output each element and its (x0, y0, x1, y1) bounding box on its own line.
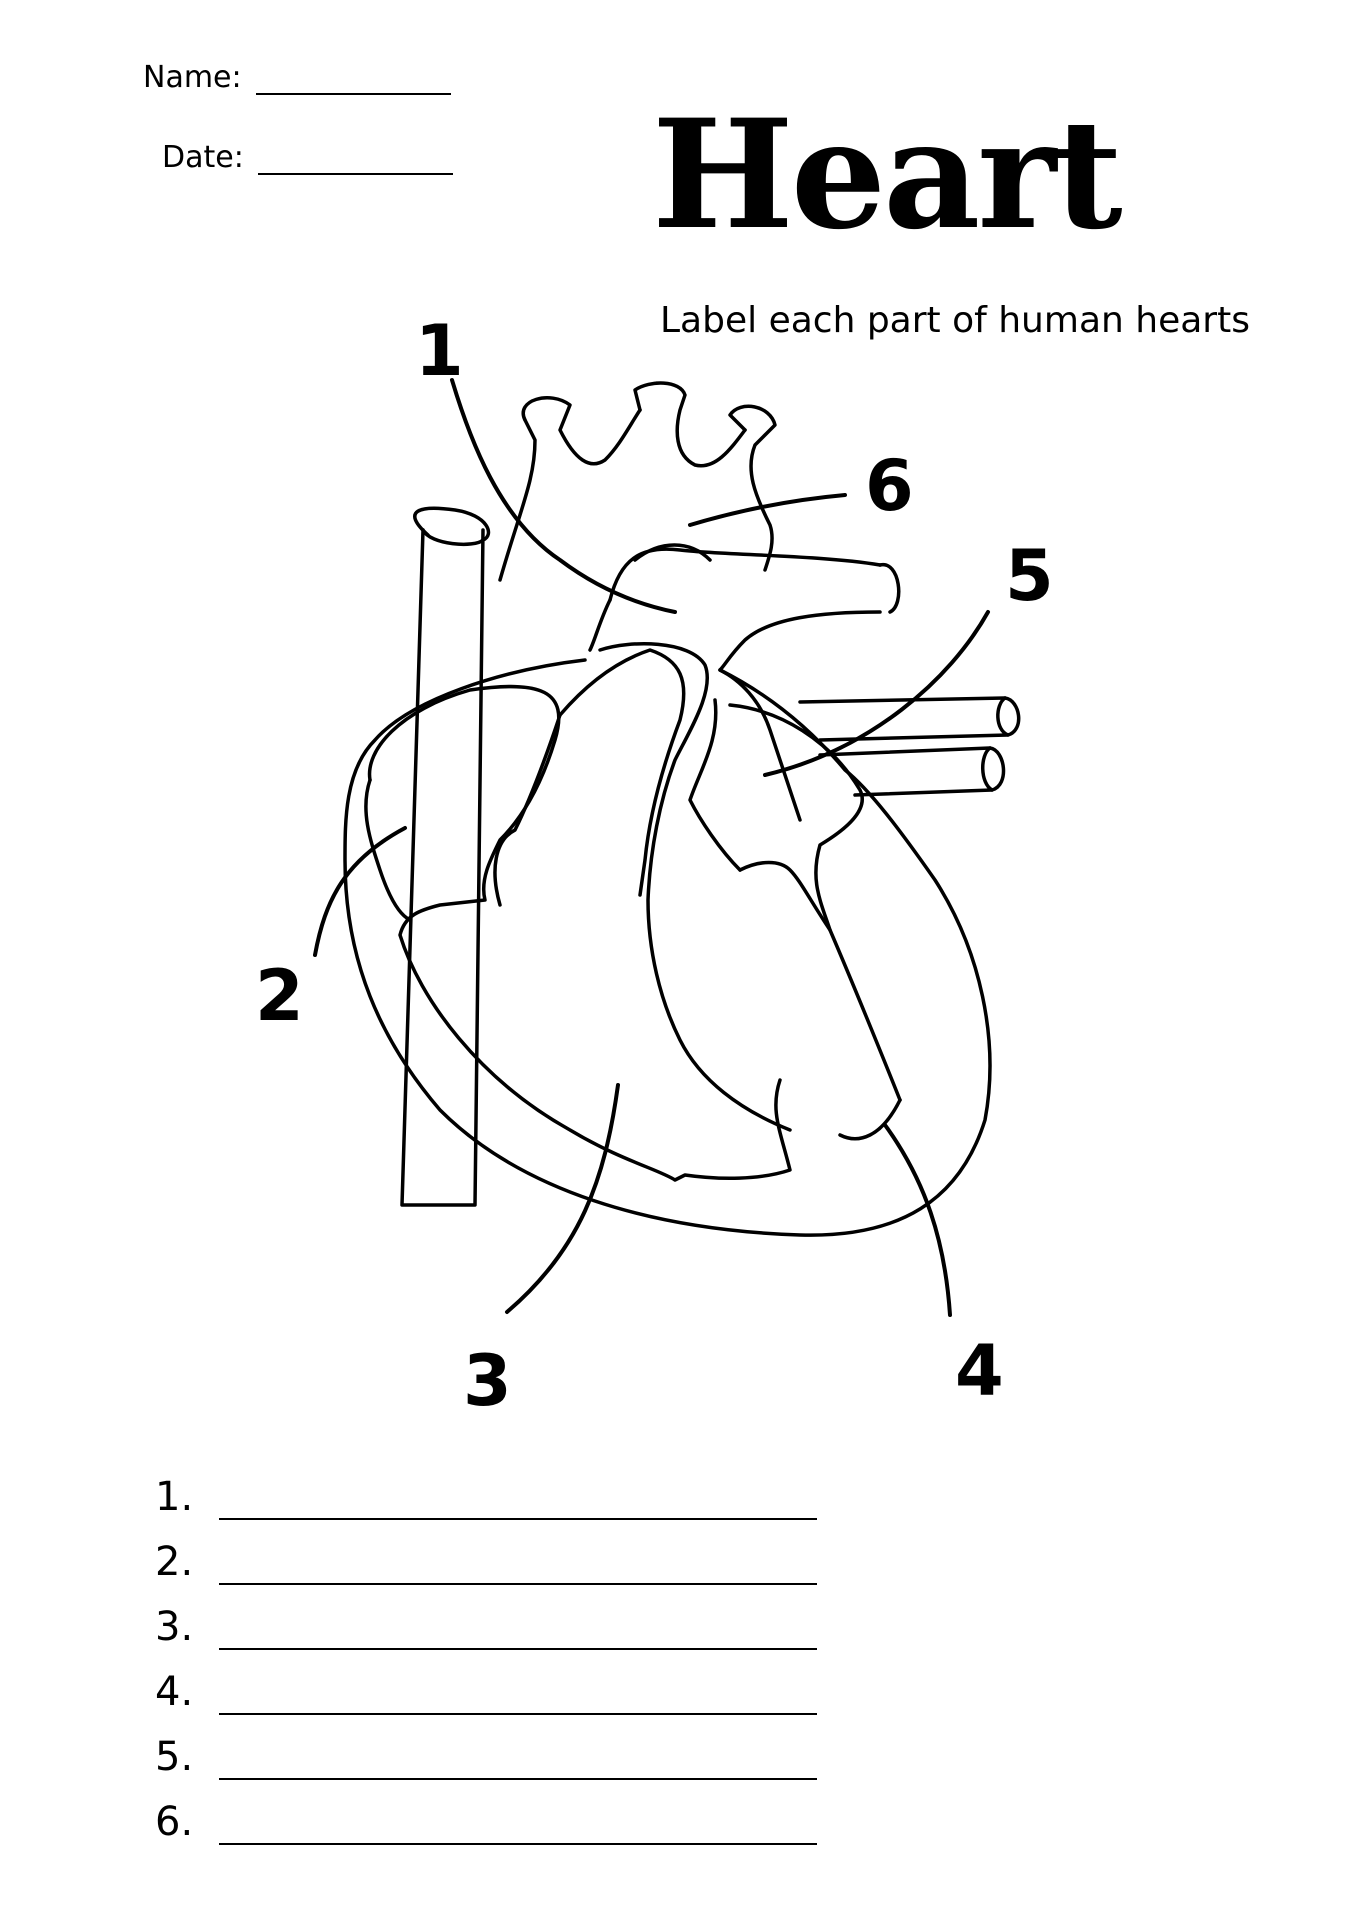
answer-line-1[interactable] (219, 1478, 817, 1520)
answer-line-4[interactable] (219, 1673, 817, 1715)
pulmonary-veins-drawing (798, 696, 1021, 797)
label-3: 3 (463, 1340, 512, 1422)
leader-6 (688, 493, 847, 527)
heart-chambers-drawing (364, 642, 902, 1182)
name-field: Name: (143, 60, 451, 95)
answer-item: 4. (155, 1650, 817, 1715)
answer-line-6[interactable] (219, 1803, 817, 1845)
leader-3 (505, 1083, 620, 1314)
date-field: Date: (162, 140, 453, 175)
name-label: Name: (143, 60, 242, 95)
leader-lines (313, 378, 990, 1317)
answer-number: 2. (155, 1539, 194, 1585)
aorta-drawing (498, 381, 901, 672)
answer-item: 1. (155, 1455, 817, 1520)
answer-item: 6. (155, 1780, 817, 1845)
answer-line-3[interactable] (219, 1608, 817, 1650)
answer-number: 3. (155, 1604, 194, 1650)
vena-cava-drawing (400, 506, 491, 1207)
answer-line-2[interactable] (219, 1543, 817, 1585)
label-4: 4 (955, 1330, 1004, 1412)
label-6: 6 (865, 445, 914, 527)
answer-number: 4. (155, 1669, 194, 1715)
answer-item: 3. (155, 1585, 817, 1650)
answer-item: 5. (155, 1715, 817, 1780)
answer-number: 6. (155, 1799, 194, 1845)
answer-item: 2. (155, 1520, 817, 1585)
leader-5 (763, 610, 990, 777)
label-1: 1 (415, 310, 464, 392)
answer-list: 1. 2. 3. 4. 5. 6. (155, 1455, 817, 1845)
name-blank[interactable] (255, 67, 451, 95)
answer-number: 5. (155, 1734, 194, 1780)
answer-number: 1. (155, 1474, 194, 1520)
leader-2 (313, 826, 407, 957)
page-title: Heart (652, 87, 1123, 263)
answer-line-5[interactable] (219, 1738, 817, 1780)
leader-4 (883, 1123, 952, 1317)
leader-1 (450, 378, 677, 614)
label-2: 2 (255, 955, 304, 1037)
heart-outline (343, 658, 992, 1237)
date-label: Date: (162, 140, 244, 175)
label-5: 5 (1005, 535, 1054, 617)
page-subtitle: Label each part of human hearts (660, 300, 1250, 341)
date-blank[interactable] (257, 147, 453, 175)
